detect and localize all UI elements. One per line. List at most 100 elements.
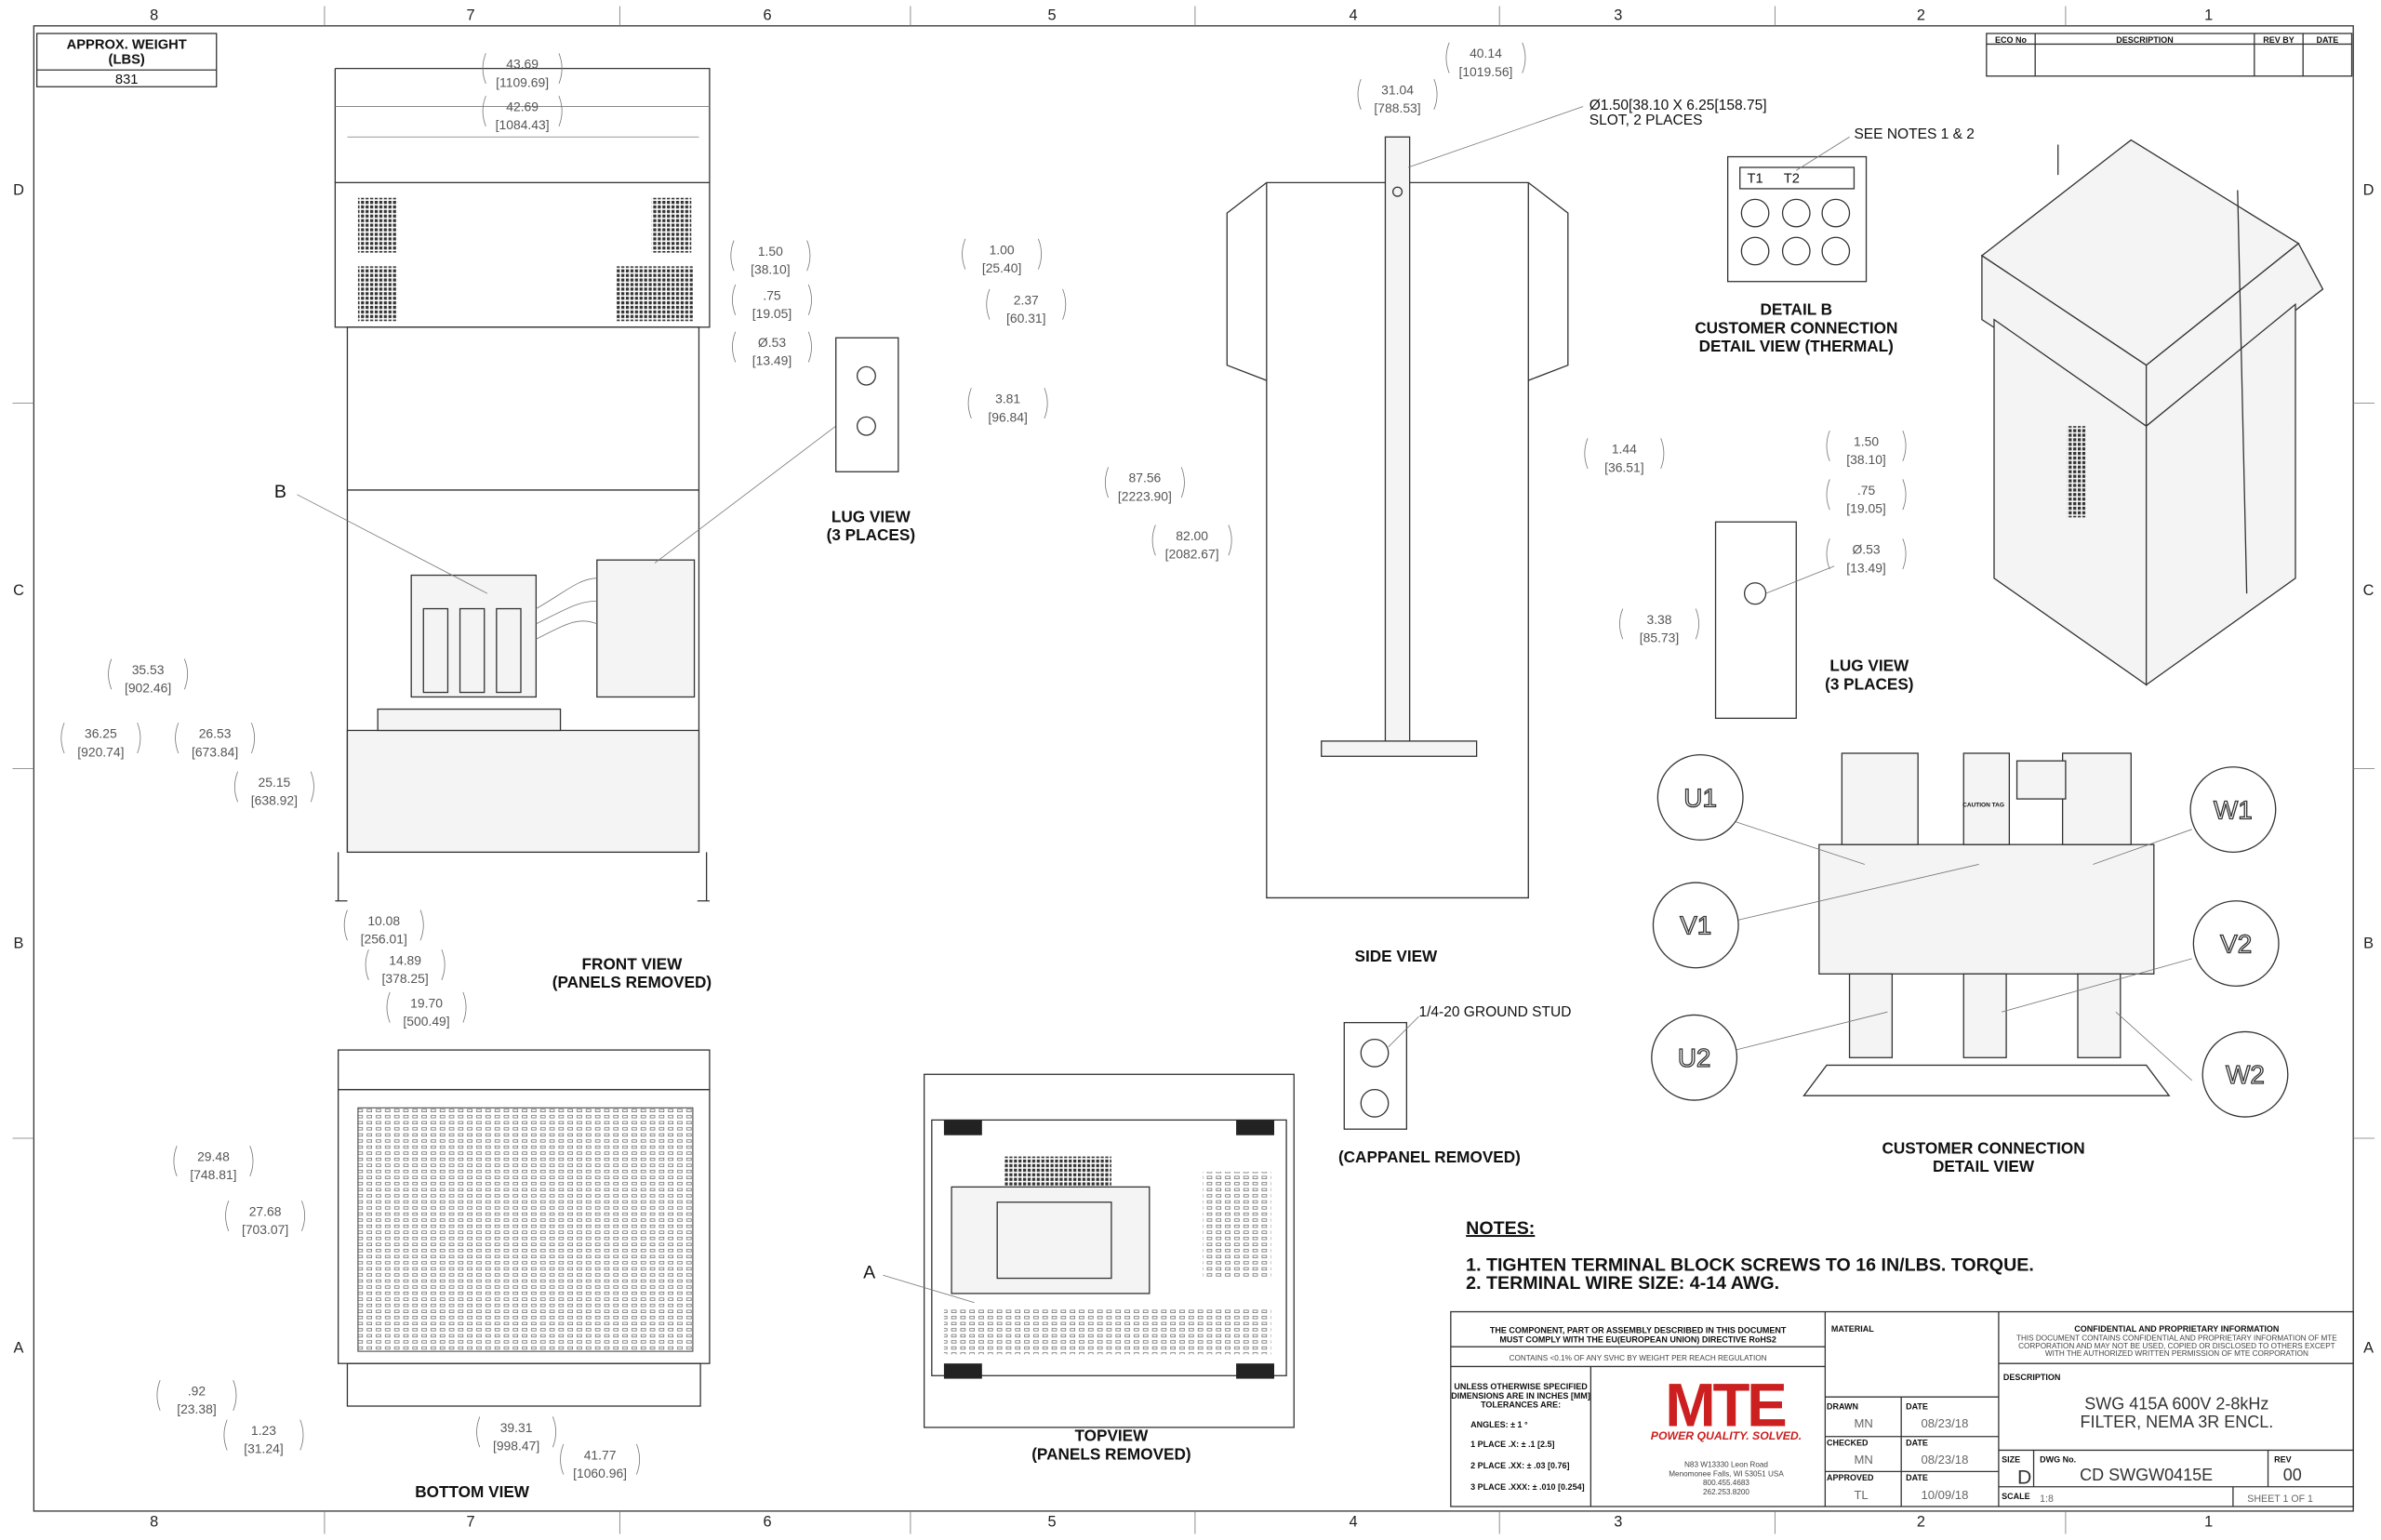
dimension-bracket [1826, 479, 1907, 511]
tolerance-header-1: UNLESS OTHERWISE SPECIFIED [1454, 1382, 1588, 1391]
dimension-inches: 36.25 [85, 726, 117, 741]
drawn-label: DRAWN [1827, 1401, 1858, 1411]
dimension-mm: [23.38] [177, 1401, 216, 1416]
zone-column-bottom: 6 [764, 1513, 772, 1530]
dimension-mm: [378.25] [382, 971, 429, 986]
zone-column-bottom: 2 [1917, 1513, 1925, 1530]
front-view-subtitle: (PANELS REMOVED) [552, 973, 712, 991]
zone-column-top: 1 [2204, 7, 2213, 23]
weight-title: APPROX. WEIGHT [67, 37, 187, 52]
detail-b-subtitle1: CUSTOMER CONNECTION [1695, 318, 1897, 337]
dimension-inches: 19.70 [410, 995, 443, 1010]
dimension-mm: [13.49] [1846, 560, 1885, 575]
dimension-mm: [2223.90] [1118, 488, 1172, 503]
dimension-bracket [1826, 538, 1907, 570]
front-view [297, 67, 836, 902]
dimension-bracket [223, 1419, 304, 1451]
dimension-inches: 27.68 [249, 1203, 282, 1218]
dimension: 82.00[2082.67] [1151, 524, 1232, 562]
dimension: 36.25 [920.74] [60, 723, 141, 759]
customer-connection-subtitle: DETAIL VIEW [1933, 1157, 2035, 1175]
lug-view-left-subtitle: (3 PLACES) [827, 525, 915, 544]
isometric-view [1980, 139, 2324, 686]
rev-header-description: DESCRIPTION [2116, 35, 2174, 45]
zone-column-top: 3 [1614, 7, 1622, 23]
weight-box: APPROX. WEIGHT (LBS) 831 [35, 33, 218, 87]
address-line2: Menomonee Falls, WI 53051 USA [1669, 1469, 1784, 1478]
zone-column-top: 6 [764, 7, 772, 23]
dimension-inches: .75 [1857, 483, 1876, 498]
detail-b-view: T1 T2 [1726, 136, 1868, 283]
confidential-title: CONFIDENTIAL AND PROPRIETARY INFORMATION [2074, 1324, 2279, 1334]
terminal-t2-label: T2 [1784, 171, 1800, 186]
cappanel-title: (CAPPANEL REMOVED) [1338, 1148, 1521, 1166]
dimension-bracket [962, 238, 1043, 270]
zone-row-left: C [13, 582, 24, 599]
dimension-inches: 1.44 [1612, 442, 1637, 457]
detail-b-subtitle2: DETAIL VIEW (THERMAL) [1699, 337, 1894, 355]
terminal-balloon [1652, 882, 1739, 969]
dimension-inches: Ø.53 [758, 335, 786, 350]
drawn-date: 08/23/18 [1921, 1416, 1968, 1430]
dimension: 3.38[85.73] [1619, 608, 1699, 645]
tolerance-1-place: 1 PLACE .X: ± .1 [2.5] [1470, 1440, 1554, 1449]
dimension-inches: 87.56 [1129, 471, 1162, 485]
zone-column-bottom: 1 [2204, 1513, 2213, 1530]
dimension-inches: 82.00 [1176, 528, 1208, 543]
dimension-inches: 3.38 [1646, 612, 1671, 627]
lug-view-right [1714, 521, 1835, 720]
approved-date-label: DATE [1906, 1473, 1928, 1482]
approved-label: APPROVED [1827, 1473, 1874, 1482]
dimension-bracket [1826, 430, 1907, 461]
tolerance-angles: ANGLES: ± 1 ° [1470, 1420, 1528, 1429]
dimension: 10.08[256.01] [343, 909, 424, 947]
weight-value: 831 [115, 73, 139, 87]
checked-value: MN [1854, 1453, 1872, 1467]
reach-statement: CONTAINS <0.1% OF ANY SVHC BY WEIGHT PER… [1510, 1354, 1767, 1362]
confidential-line1: THIS DOCUMENT CONTAINS CONFIDENTIAL AND … [2016, 1334, 2337, 1343]
dimension-bracket [1104, 467, 1185, 498]
dimension-bracket [560, 1443, 641, 1475]
dimension-bracket [967, 388, 1048, 419]
confidential-line2: CORPORATION AND MAY NOT BE USED, COPIED … [2018, 1342, 2335, 1350]
lug-view-left [835, 337, 899, 472]
dimension-mm: [788.53] [1374, 100, 1420, 115]
dimension: .75[19.05] [732, 284, 812, 321]
dimension-bracket [343, 909, 424, 941]
dimension-bracket [1151, 524, 1232, 556]
dimension-bracket [365, 949, 446, 980]
zone-column-top: 4 [1350, 7, 1358, 23]
dimension-inches: 1.23 [251, 1423, 276, 1438]
dimension: 40.14[1019.56] [1445, 42, 1526, 79]
dimension-bracket [233, 771, 314, 803]
dimension-mm: [902.46] [125, 681, 171, 696]
dimension-inches: 40.14 [1470, 46, 1502, 60]
terminal-label: W1 [2214, 795, 2253, 824]
dimension-mm: [920.74] [77, 744, 124, 759]
sheet-number: SHEET 1 OF 1 [2247, 1494, 2313, 1505]
dimension-inches: 41.77 [584, 1447, 617, 1462]
zone-column-top: 2 [1917, 7, 1925, 23]
dimension-bracket [730, 240, 811, 272]
rev-header-revby: REV BY [2263, 35, 2295, 45]
rev-header-date: DATE [2316, 35, 2338, 45]
size-label: SIZE [2002, 1455, 2020, 1465]
dimension-inches: .75 [763, 287, 781, 302]
zone-column-bottom: 8 [150, 1513, 158, 1530]
address-line1: N83 W13330 Leon Road [1684, 1460, 1768, 1468]
zone-column-top: 5 [1048, 7, 1057, 23]
bottom-view [337, 1049, 711, 1407]
note-2: 2. TERMINAL WIRE SIZE: 4-14 AWG. [1466, 1273, 1779, 1294]
description-label: DESCRIPTION [2003, 1373, 2061, 1382]
dimension-inches: 35.53 [132, 662, 165, 677]
drawn-date-label: DATE [1906, 1401, 1928, 1411]
tolerance-3-place: 3 PLACE .XXX: ± .010 [0.254] [1470, 1482, 1584, 1492]
dimension: 27.68[703.07] [225, 1200, 306, 1237]
tolerance-2-place: 2 PLACE .XX: ± .03 [0.76] [1470, 1461, 1569, 1470]
dimension: 1.00[25.40] [962, 238, 1043, 275]
dimension-bracket [1584, 438, 1665, 470]
customer-connection-view: CAUTION TAG [1735, 752, 2193, 1096]
